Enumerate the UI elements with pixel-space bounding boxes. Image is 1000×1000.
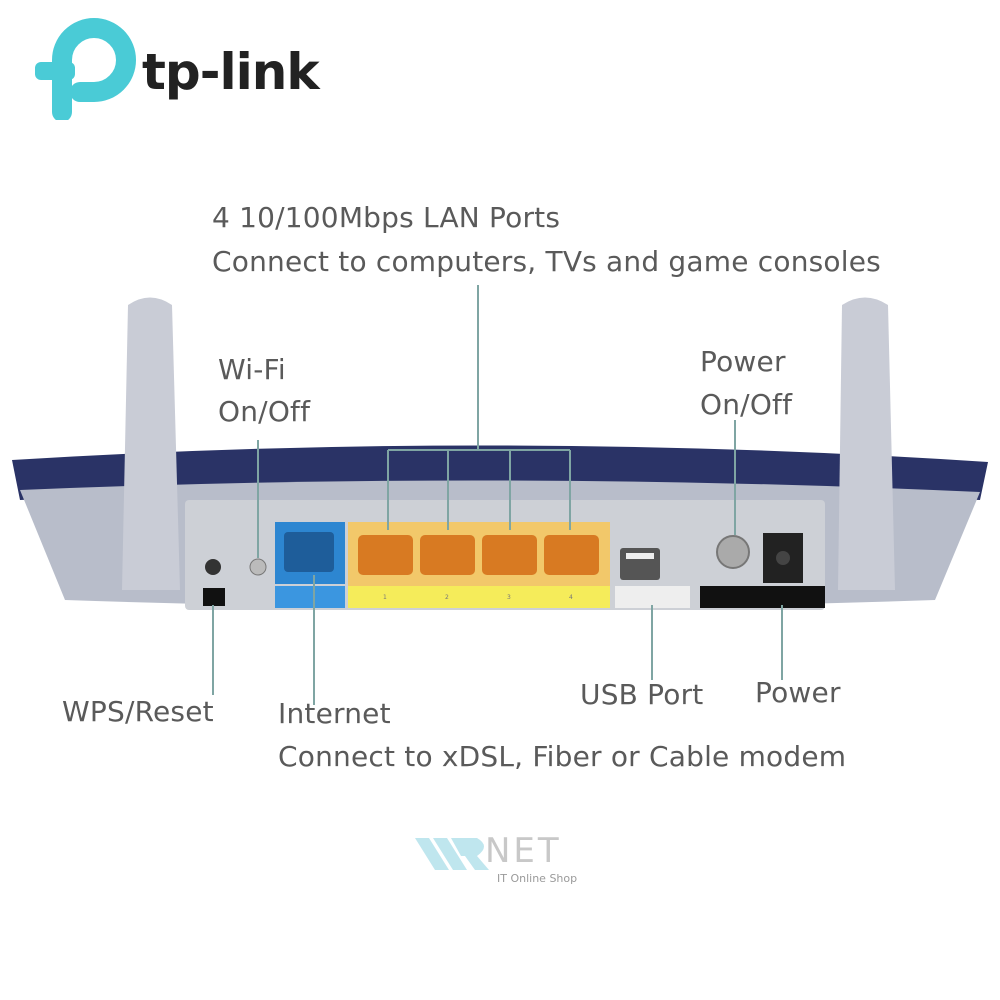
power-switch-label-line1: Power xyxy=(700,345,786,378)
rnet-tagline: IT Online Shop xyxy=(497,872,578,885)
wps-reset-button xyxy=(205,559,221,575)
lan-port-4 xyxy=(544,535,599,575)
lan-port-label-2: 2 xyxy=(445,594,449,601)
lan-ports-description: Connect to computers, TVs and game conso… xyxy=(212,245,881,278)
lan-port-2 xyxy=(420,535,475,575)
right-antenna xyxy=(838,297,895,590)
lan-port-label-1: 1 xyxy=(383,594,387,601)
left-antenna xyxy=(122,297,180,590)
lan-port-label-4: 4 xyxy=(569,594,573,601)
lan-ports-title: 4 10/100Mbps LAN Ports xyxy=(212,201,561,234)
rnet-word: NET xyxy=(485,831,562,871)
leader-lines xyxy=(212,285,783,705)
lan-port-1 xyxy=(358,535,413,575)
power-label: Power xyxy=(755,676,841,709)
tp-link-wordmark: tp-link xyxy=(142,43,320,101)
usb-port-label: USB Port xyxy=(580,678,704,711)
internet-title: Internet xyxy=(278,697,391,730)
wifi-button xyxy=(249,558,267,576)
wifi-label-line2: On/Off xyxy=(218,395,311,428)
lan-port-label-3: 3 xyxy=(507,594,511,601)
wifi-label-line1: Wi-Fi xyxy=(218,353,286,386)
usb-port xyxy=(620,548,660,580)
tp-link-logo-mark xyxy=(35,18,136,120)
lan-port-3 xyxy=(482,535,537,575)
power-switch xyxy=(716,535,750,569)
internet-port xyxy=(284,532,334,572)
rnet-logo-mark xyxy=(415,838,489,870)
wps-reset-label: WPS/Reset xyxy=(62,695,214,728)
power-switch-label-line2: On/Off xyxy=(700,388,793,421)
lan-ports xyxy=(358,535,599,575)
internet-description: Connect to xDSL, Fiber or Cable modem xyxy=(278,740,847,773)
